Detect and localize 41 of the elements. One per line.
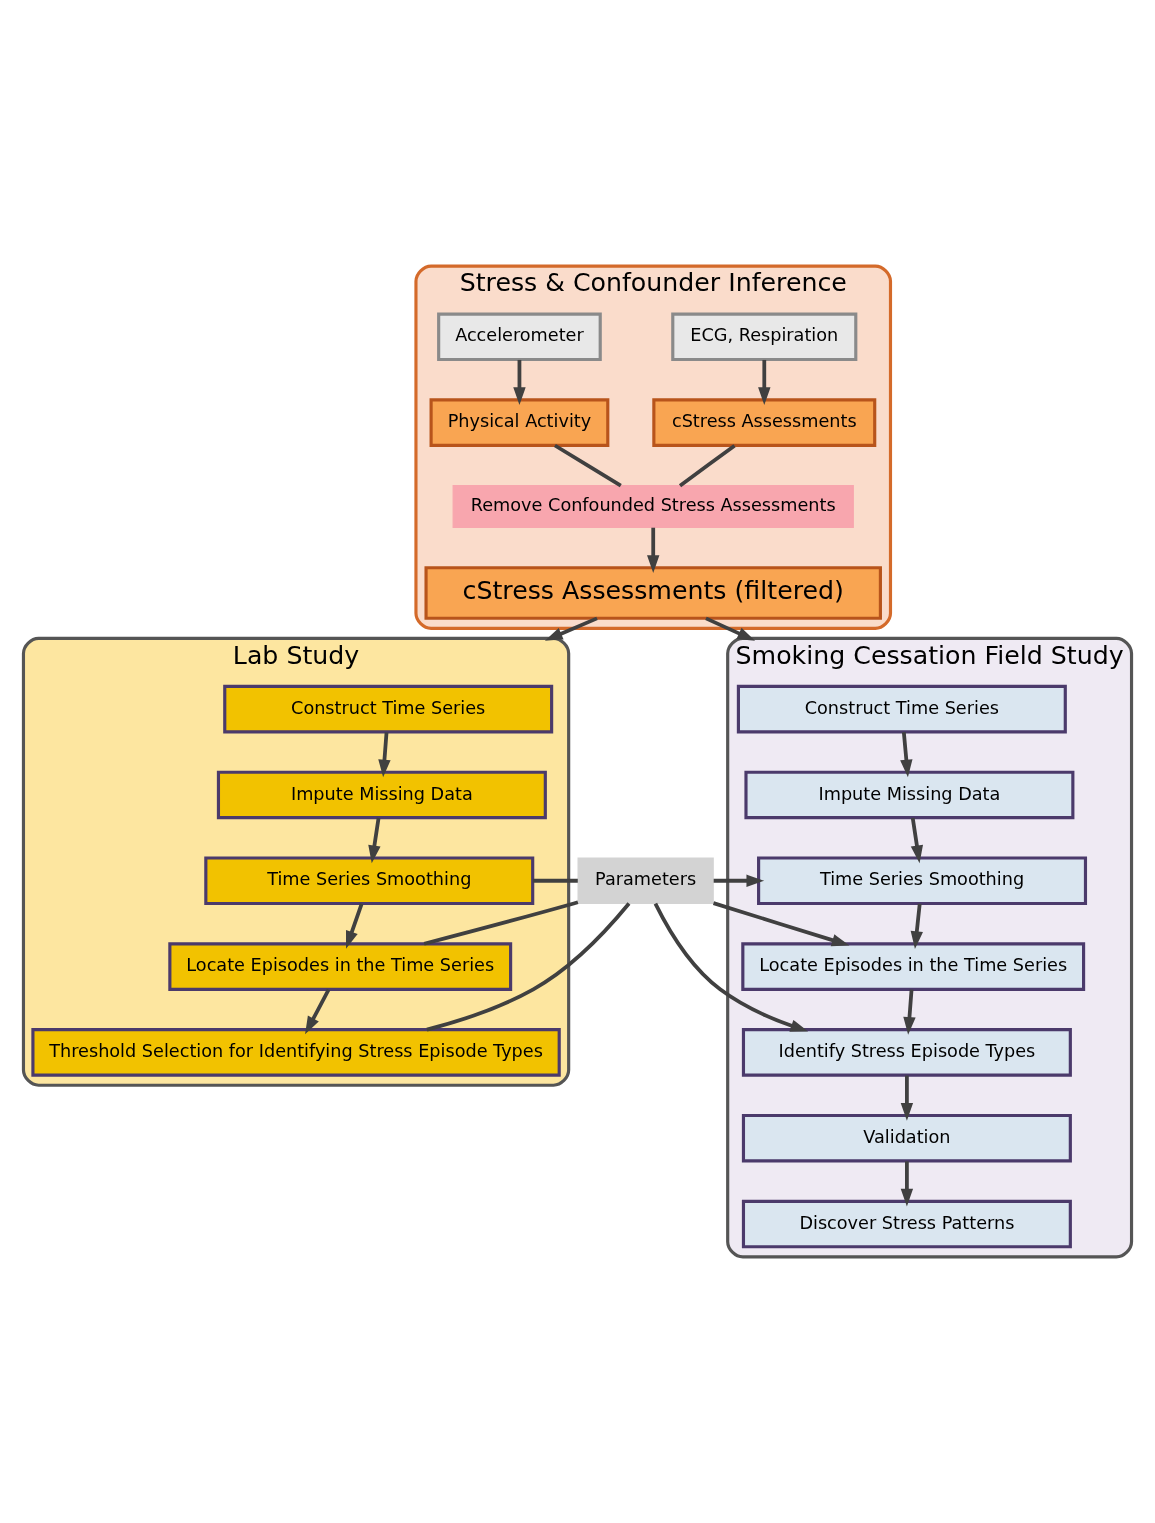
- arrow: [713, 874, 765, 887]
- node-box: Remove Confounded Stress Assessments: [452, 485, 854, 528]
- connector: [678, 444, 736, 488]
- arrow: [378, 732, 391, 778]
- node-box: Accelerometer: [437, 312, 602, 362]
- connector: [553, 443, 622, 488]
- node-box: Construct Time Series: [736, 684, 1067, 734]
- connector: [532, 878, 578, 883]
- arrow: [900, 732, 913, 778]
- arrow: [647, 527, 660, 573]
- connector: [423, 900, 579, 946]
- arrow: [903, 989, 916, 1035]
- arrow: [910, 903, 923, 949]
- arrow: [653, 902, 809, 1032]
- arrow: [705, 616, 756, 641]
- node-box: cStress Assessments (filtered): [424, 566, 882, 620]
- node-box: Locate Episodes in the Time Series: [741, 942, 1086, 991]
- node-box: Construct Time Series: [223, 684, 554, 734]
- node-box: Identify Stress Episode Types: [741, 1028, 1072, 1077]
- node-box: Impute Missing Data: [216, 770, 547, 820]
- node-box: Discover Stress Patterns: [741, 1199, 1072, 1249]
- arrow: [900, 1075, 914, 1121]
- node-box: Locate Episodes in the Time Series: [168, 942, 513, 991]
- node-box: Time Series Smoothing: [204, 856, 535, 906]
- node-box: Validation: [741, 1113, 1072, 1163]
- node-box: Time Series Smoothing: [757, 856, 1088, 906]
- arrow: [900, 1161, 914, 1207]
- arrow: [712, 901, 850, 947]
- arrow: [368, 817, 381, 864]
- node-box: cStress Assessments: [652, 398, 877, 447]
- arrow: [910, 817, 924, 864]
- node-box: Physical Activity: [429, 398, 610, 447]
- arrow: [513, 359, 526, 406]
- node-box: Parameters: [577, 857, 714, 905]
- arrow: [758, 359, 771, 406]
- node-box: Impute Missing Data: [744, 770, 1075, 820]
- node-box: ECG, Respiration: [671, 312, 858, 362]
- arrow: [346, 903, 364, 949]
- node-box: Threshold Selection for Identifying Stress Episode Types: [31, 1028, 561, 1077]
- arrow: [305, 988, 331, 1035]
- connector: [426, 902, 631, 1032]
